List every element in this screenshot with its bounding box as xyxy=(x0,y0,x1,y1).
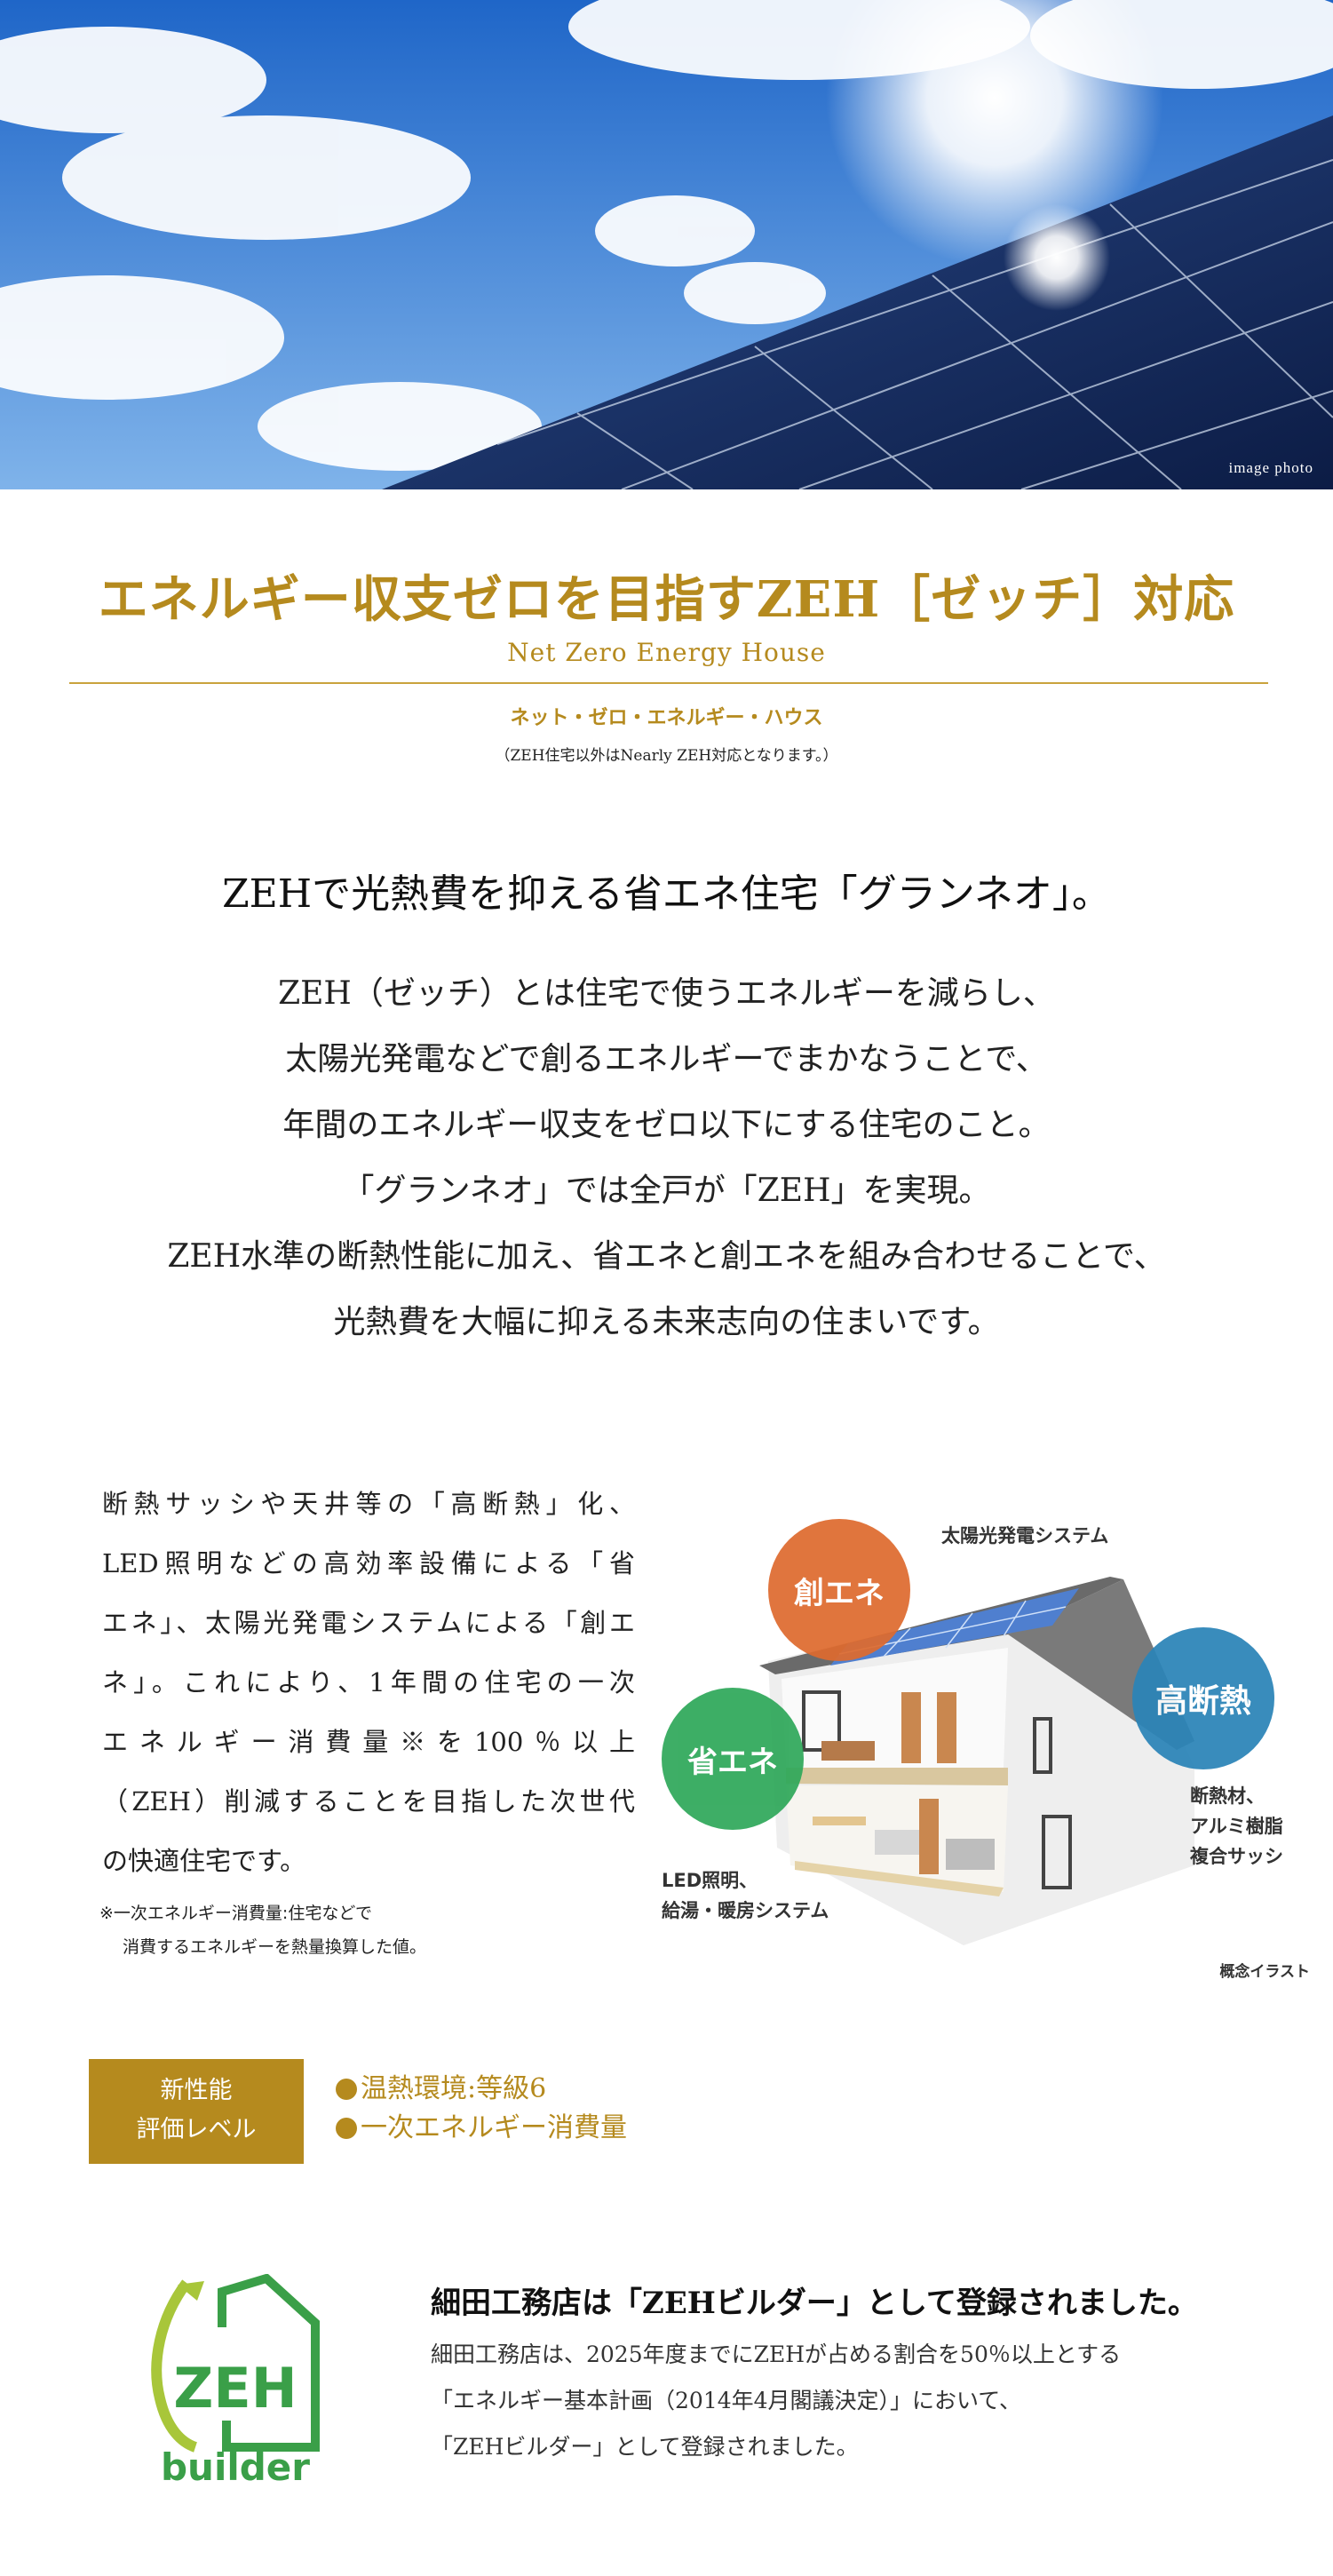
zeh-logo-icon: ZEH builder xyxy=(151,2273,320,2489)
image-caption: image photo xyxy=(1228,459,1313,476)
intro-line: ZEH水準の断熱性能に加え、省エネと創エネを組み合わせることで、 xyxy=(167,1238,1166,1275)
builder-line: 「ZEHビルダー」として登録されました。 xyxy=(431,2434,859,2460)
detail-line: ネ」。これにより、1年間の住宅の一次 xyxy=(102,1667,635,1697)
intro-heading: ZEHで光熱費を抑える省エネ住宅「グランネオ」。 xyxy=(222,871,1111,917)
desc-line: 複合サッシ xyxy=(1190,1846,1283,1867)
item-label: 一次エネルギー消費量 xyxy=(361,2112,627,2143)
builder-paragraph: 細田工務店は、2025年度までにZEHが占める割合を50％以上とする 「エネルギ… xyxy=(431,2332,1121,2470)
builder-line: 「エネルギー基本計画（2014年4月閣議決定）」において、 xyxy=(431,2388,1022,2413)
detail-line: エネ」、太陽光発電システムによる「創エ xyxy=(102,1608,635,1638)
detail-paragraph: 断熱サッシや天井等の「高断熱」化、 LED照明などの高効率設備による「省 エネ」… xyxy=(102,1475,635,1891)
bullet-icon xyxy=(336,2118,357,2139)
header-note: （ZEH住宅以外はNearly ZEH対応となります。） xyxy=(495,747,838,765)
intro-line: 太陽光発電などで創るエネルギーでまかなうことで、 xyxy=(285,1041,1048,1077)
zeh-builder-logo: ZEH builder xyxy=(142,2273,329,2489)
svg-text:ZEH: ZEH xyxy=(173,2356,297,2421)
house-illustration: 太陽光発電システム 創エネ 省エネ 高断熱 LED照明、 給湯・暖房システム 断… xyxy=(662,1475,1310,1981)
desc-line: LED照明、 xyxy=(662,1870,758,1891)
item-label: 温熱環境:等級6 xyxy=(361,2073,547,2104)
solar-label: 太陽光発電システム xyxy=(941,1525,1109,1546)
desc-line: 断熱材、 xyxy=(1190,1785,1265,1807)
insulation-circle: 高断熱 xyxy=(1132,1627,1274,1769)
save-energy-circle: 省エネ xyxy=(662,1688,804,1830)
footnote-line: 消費するエネルギーを熱量換算した値。 xyxy=(123,1937,427,1957)
intro-paragraph: ZEH（ゼッチ）とは住宅で使うエネルギーを減らし、 太陽光発電などで創るエネルギ… xyxy=(0,961,1333,1356)
detail-line: エネルギー消費量※を100％以上 xyxy=(102,1727,635,1757)
detail-line: （ZEH）削減することを目指した次世代 xyxy=(102,1786,635,1817)
create-energy-circle: 創エネ xyxy=(768,1519,910,1661)
detail-line: 断熱サッシや天井等の「高断熱」化、 xyxy=(102,1489,635,1519)
insulation-desc: 断熱材、 アルミ樹脂 複合サッシ xyxy=(1190,1781,1283,1872)
badge-line: 新性能 xyxy=(160,2077,233,2104)
illustration-caption: 概念イラスト xyxy=(1219,1963,1310,1981)
builder-line: 細田工務店は、2025年度までにZEHが占める割合を50％以上とする xyxy=(431,2341,1122,2367)
divider xyxy=(69,682,1268,684)
subtitle-english: Net Zero Energy House xyxy=(507,638,826,667)
performance-item: 一次エネルギー消費量 xyxy=(336,2109,627,2148)
performance-item: 温熱環境:等級6 xyxy=(336,2070,627,2109)
footnote: ※一次エネルギー消費量:住宅などで 消費するエネルギーを熱量換算した値。 xyxy=(99,1896,426,1964)
intro-line: 光熱費を大幅に抑える未来志向の住まいです。 xyxy=(333,1304,1000,1340)
solar-panel-photo xyxy=(0,0,1333,489)
desc-line: アルミ樹脂 xyxy=(1190,1816,1283,1837)
intro-line: ZEH（ゼッチ）とは住宅で使うエネルギーを減らし、 xyxy=(278,975,1055,1012)
svg-text:builder: builder xyxy=(161,2445,310,2487)
badge-line: 評価レベル xyxy=(136,2116,257,2143)
intro-line: 年間のエネルギー収支をゼロ以下にする住宅のこと。 xyxy=(282,1107,1051,1143)
footnote-line: ※一次エネルギー消費量:住宅などで xyxy=(99,1904,372,1923)
bullet-icon xyxy=(336,2079,357,2100)
hero-image: image photo xyxy=(0,0,1333,489)
desc-line: 給湯・暖房システム xyxy=(662,1900,829,1921)
builder-heading: 細田工務店は「ZEHビルダー」として登録されました。 xyxy=(431,2286,1198,2321)
detail-line: の快適住宅です。 xyxy=(102,1846,306,1876)
performance-badge: 新性能 評価レベル xyxy=(89,2059,304,2164)
save-energy-desc: LED照明、 給湯・暖房システム xyxy=(662,1865,829,1926)
page-title: エネルギー収支ゼロを目指すZEH［ゼッチ］対応 xyxy=(98,570,1235,629)
detail-line: LED照明などの高効率設備による「省 xyxy=(102,1548,635,1578)
subtitle-japanese: ネット・ゼロ・エネルギー・ハウス xyxy=(510,706,823,729)
performance-list: 温熱環境:等級6 一次エネルギー消費量 xyxy=(336,2070,627,2148)
intro-line: 「グランネオ」では全戸が「ZEH」を実現。 xyxy=(342,1173,991,1209)
